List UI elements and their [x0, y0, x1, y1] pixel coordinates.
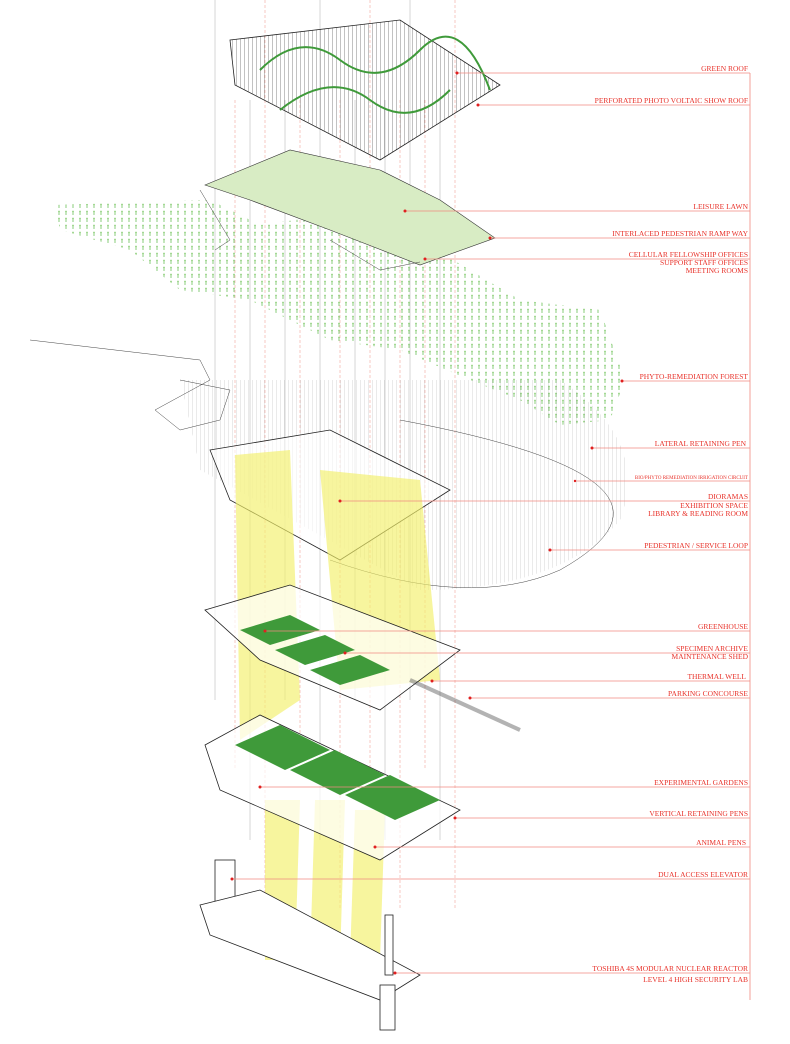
label-phyto-forest: PHYTO-REMEDIATION FOREST — [640, 372, 749, 381]
callout-irrigation: BIO/PHYTO REMEDIATION IRRIGATION CIRCUIT — [573, 476, 750, 483]
callout-gardens: EXPERIMENTAL GARDENS — [258, 778, 750, 789]
label-specimen-archive: SPECIMEN ARCHIVE — [676, 644, 748, 653]
callout-ramp-way: INTERLACED PEDESTRIAN RAMP WAY — [488, 229, 750, 240]
label-elevator: DUAL ACCESS ELEVATOR — [658, 870, 748, 879]
callout-lateral-pen: LATERAL RETAINING PEN — [590, 439, 750, 450]
label-parking: PARKING CONCOURSE — [668, 689, 748, 698]
light-shafts — [235, 450, 440, 960]
label-security-lab: LEVEL 4 HIGH SECURITY LAB — [643, 975, 748, 984]
callout-lab: TOSHIBA 4S MODULAR NUCLEAR REACTOR LEVEL… — [393, 964, 750, 984]
label-offices: CELLULAR FELLOWSHIP OFFICES — [629, 250, 748, 259]
callout-offices: CELLULAR FELLOWSHIP OFFICES SUPPORT STAF… — [423, 250, 750, 275]
greenhouse-level — [204, 584, 521, 732]
label-meeting-rooms: MEETING ROOMS — [686, 266, 748, 275]
label-lateral-pen: LATERAL RETAINING PEN — [655, 439, 747, 448]
label-thermal-well: THERMAL WELL — [687, 672, 746, 681]
callout-leisure-lawn: LEISURE LAWN — [403, 202, 750, 213]
callout-elevator: DUAL ACCESS ELEVATOR — [230, 870, 750, 881]
callout-vertical-pens: VERTICAL RETAINING PENS — [453, 809, 750, 820]
callout-archive: SPECIMEN ARCHIVE MAINTENANCE SHED — [343, 644, 750, 661]
callout-exhibits: DIORAMAS EXHIBITION SPACE LIBRARY & READ… — [338, 492, 750, 518]
callout-green-roof: GREEN ROOF — [455, 64, 750, 75]
label-gardens: EXPERIMENTAL GARDENS — [654, 778, 748, 787]
label-maintenance-shed: MAINTENANCE SHED — [672, 652, 749, 661]
callout-greenhouse: GREENHOUSE — [263, 622, 750, 633]
callout-animal-pens: ANIMAL PENS — [373, 838, 750, 849]
label-dioramas: DIORAMAS — [708, 492, 748, 501]
label-exhibition: EXHIBITION SPACE — [680, 501, 748, 510]
label-pv-roof: PERFORATED PHOTO VOLTAIC SHOW ROOF — [595, 96, 748, 105]
label-irrigation: BIO/PHYTO REMEDIATION IRRIGATION CIRCUIT — [635, 476, 748, 481]
callout-thermal-well: THERMAL WELL — [430, 672, 750, 683]
label-animal-pens: ANIMAL PENS — [696, 838, 746, 847]
label-service-loop: PEDESTRIAN / SERVICE LOOP — [644, 541, 748, 550]
label-library: LIBRARY & READING ROOM — [648, 509, 748, 518]
callout-pv-roof: PERFORATED PHOTO VOLTAIC SHOW ROOF — [476, 96, 750, 107]
label-reactor: TOSHIBA 4S MODULAR NUCLEAR REACTOR — [592, 964, 748, 973]
callout-phyto-forest: PHYTO-REMEDIATION FOREST — [620, 372, 750, 383]
callout-parking: PARKING CONCOURSE — [468, 689, 750, 700]
label-ramp-way: INTERLACED PEDESTRIAN RAMP WAY — [612, 229, 748, 238]
callout-service-loop: PEDESTRIAN / SERVICE LOOP — [548, 541, 750, 552]
label-vertical-pens: VERTICAL RETAINING PENS — [649, 809, 748, 818]
phyto-remediation-forest — [55, 200, 625, 425]
label-leisure-lawn: LEISURE LAWN — [693, 202, 748, 211]
label-greenhouse: GREENHOUSE — [698, 622, 748, 631]
label-support-offices: SUPPORT STAFF OFFICES — [660, 258, 748, 267]
lab-level — [199, 859, 421, 1031]
green-roof — [229, 19, 501, 161]
experimental-gardens-level — [204, 714, 461, 861]
label-green-roof: GREEN ROOF — [701, 64, 748, 73]
